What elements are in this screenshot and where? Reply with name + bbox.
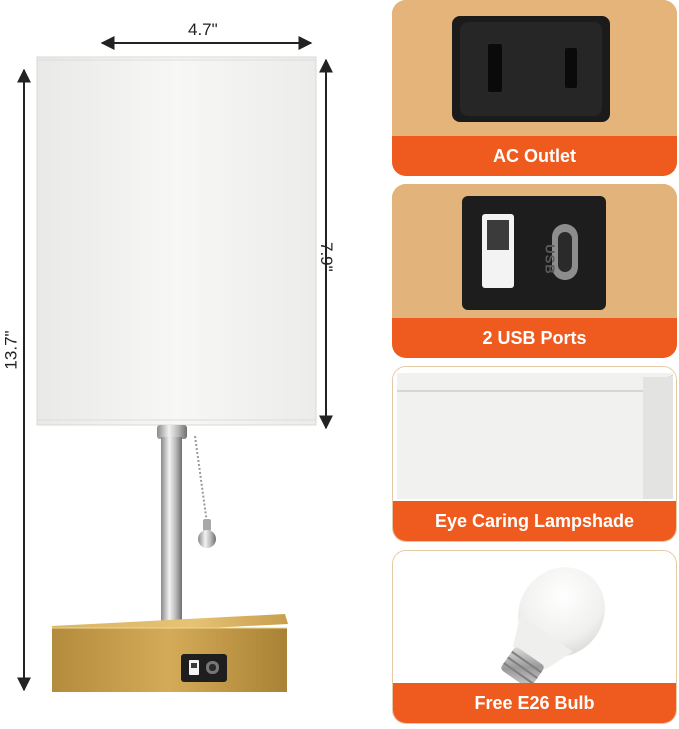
height-label: 13.7" bbox=[1, 330, 21, 370]
ac-outlet-slot-right bbox=[565, 48, 577, 88]
lamp-figure: 4.7" 13.7" 7.9" bbox=[1, 20, 336, 692]
shade-height-label: 7.9" bbox=[317, 242, 336, 272]
lamp-drawing bbox=[17, 36, 333, 692]
usb-marking: USB bbox=[542, 244, 558, 275]
ac-outlet-image bbox=[392, 0, 677, 136]
lampshade-fabric bbox=[397, 373, 673, 499]
lampshade bbox=[36, 56, 317, 426]
width-label: 4.7" bbox=[188, 20, 218, 39]
panel-bulb: Free E26 Bulb bbox=[392, 550, 677, 724]
usb-ports-image bbox=[392, 184, 677, 318]
lampshade-closeup-image bbox=[393, 367, 676, 503]
caption-ac-outlet: AC Outlet bbox=[392, 136, 677, 176]
base-port-plate bbox=[181, 654, 227, 682]
ac-outlet-slot-left bbox=[488, 44, 502, 92]
caption-bulb: Free E26 Bulb bbox=[393, 683, 676, 723]
lamp-base bbox=[52, 628, 287, 692]
panel-lampshade: Eye Caring Lampshade bbox=[392, 366, 677, 542]
caption-lampshade: Eye Caring Lampshade bbox=[393, 501, 676, 541]
lamp-pole bbox=[161, 437, 182, 625]
pull-chain-knob bbox=[198, 530, 216, 548]
caption-usb-ports: 2 USB Ports bbox=[392, 318, 677, 358]
panel-usb-ports: USB 2 USB Ports bbox=[392, 184, 677, 358]
bulb-image bbox=[393, 551, 676, 685]
led-bulb bbox=[501, 567, 605, 685]
pull-chain bbox=[194, 435, 208, 524]
panel-ac-outlet: AC Outlet bbox=[392, 0, 677, 176]
lamp-collar bbox=[157, 425, 187, 439]
